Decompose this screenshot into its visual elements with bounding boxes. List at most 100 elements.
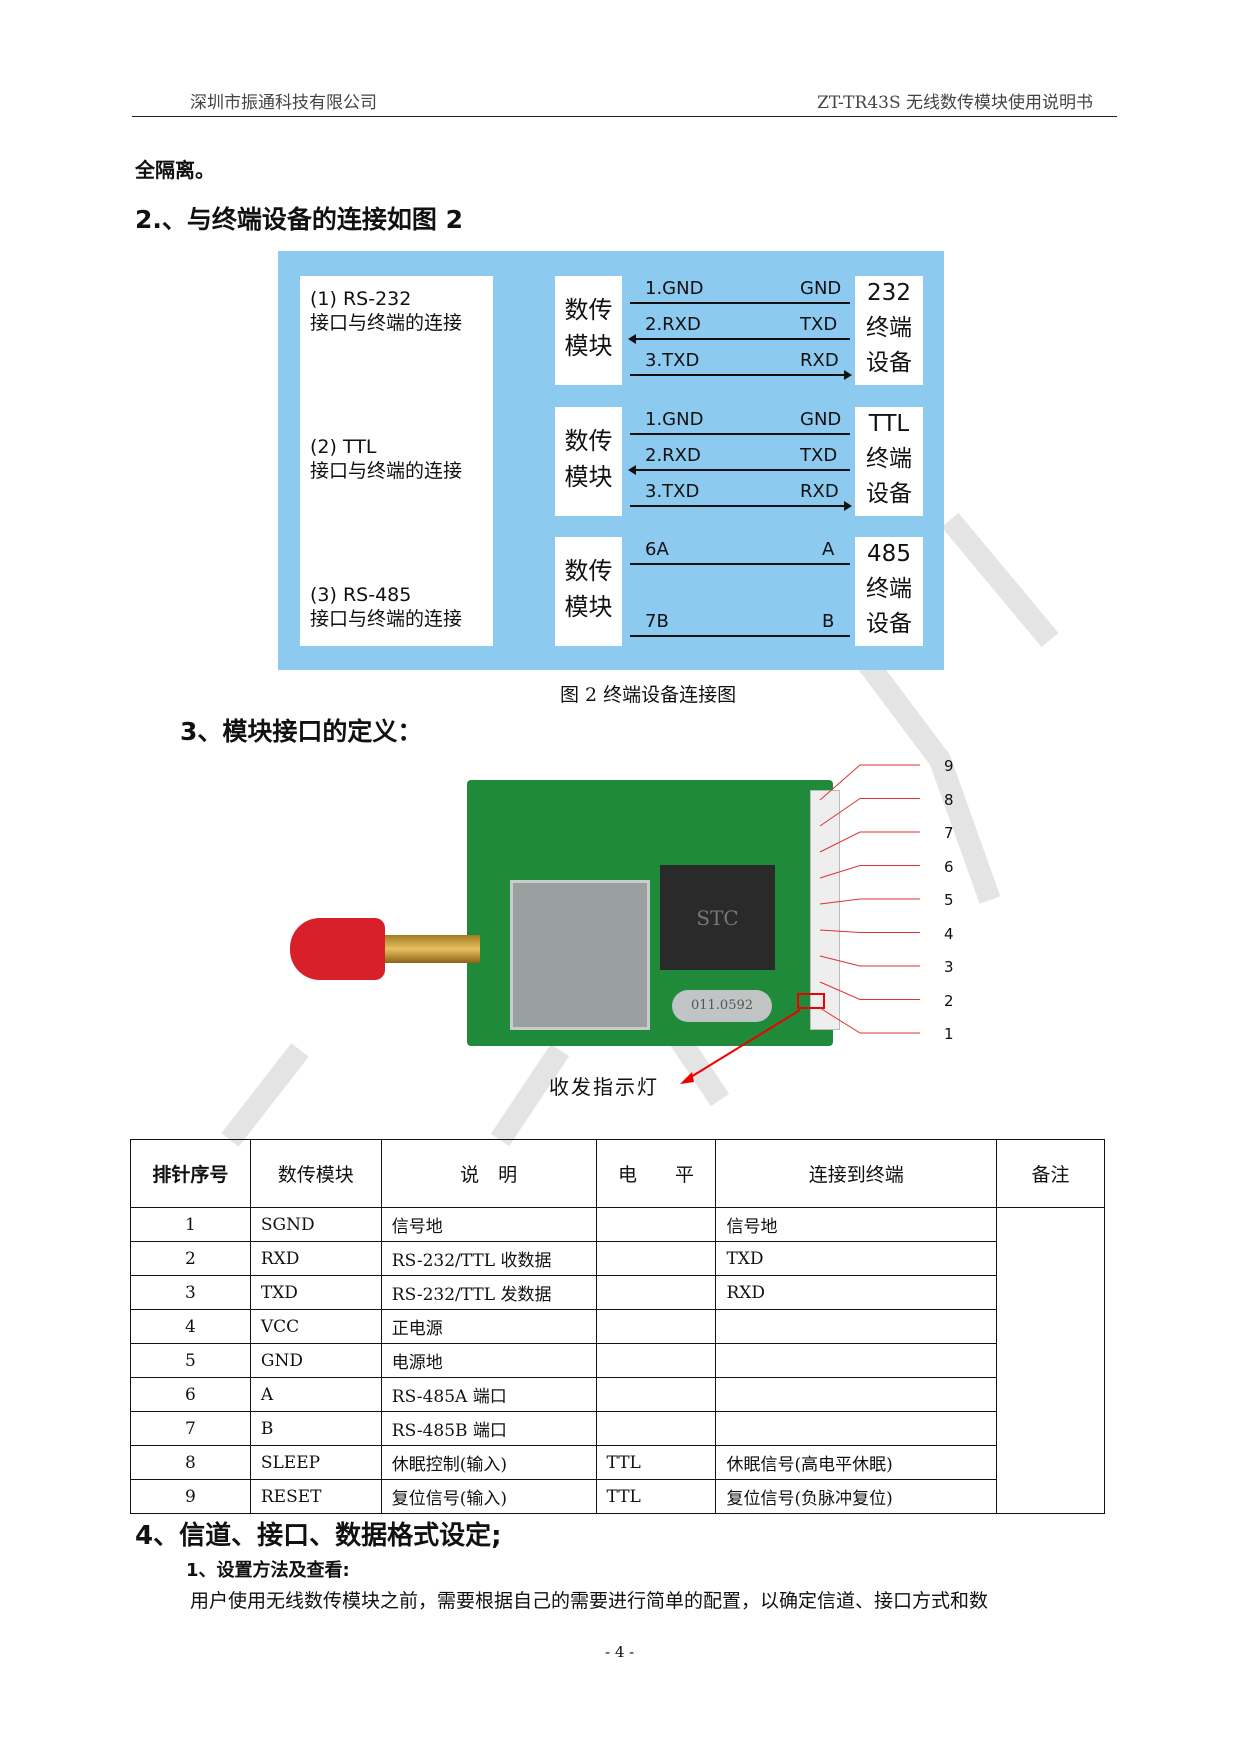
table-cell: 4: [130, 1309, 251, 1344]
section4-heading: 4、信道、接口、数据格式设定;: [135, 1521, 502, 1551]
table-cell: [715, 1309, 998, 1344]
terminal-text: 485: [867, 541, 911, 567]
column-header: 备注: [996, 1139, 1105, 1208]
section4-subheading: 1、设置方法及查看:: [186, 1560, 350, 1581]
module-text: 模块: [564, 332, 613, 360]
led-label: 收发指示灯: [549, 1075, 659, 1099]
table-cell: TTL: [595, 1445, 717, 1480]
wire-terminal-pin: RXD: [800, 481, 839, 502]
interface-desc: 接口与终端的连接: [310, 312, 463, 334]
table-cell: [715, 1377, 998, 1412]
table-cell: VCC: [249, 1309, 382, 1344]
wire-module-pin: 3.TXD: [645, 481, 700, 502]
column-header: 电 平: [595, 1139, 717, 1208]
table-cell: RS-232/TTL 发数据: [380, 1275, 597, 1310]
table-cell: 休眠控制(输入): [380, 1445, 597, 1480]
interface-name: (3) RS-485: [310, 584, 412, 606]
table-cell: 5: [130, 1343, 251, 1378]
wire: [628, 334, 850, 344]
module-text: 数传: [564, 427, 613, 455]
wire-terminal-pin: TXD: [800, 314, 838, 335]
table-cell: [595, 1309, 717, 1344]
pin-number: 6: [944, 857, 954, 876]
interface-labels-panel: [300, 276, 493, 646]
pin-number: 1: [944, 1025, 954, 1043]
column-header: 数传模块: [249, 1139, 382, 1208]
module-box: 数传模块: [555, 407, 622, 516]
wire-terminal-pin: A: [822, 539, 835, 560]
module-text: 数传: [564, 557, 613, 585]
pin-number: 5: [944, 891, 954, 909]
module-box: 数传模块: [555, 537, 622, 646]
table-cell: [595, 1207, 717, 1242]
wire-terminal-pin: TXD: [800, 445, 838, 466]
wire: [630, 302, 850, 304]
pin-header: [810, 790, 840, 1030]
module-text: 模块: [564, 593, 613, 621]
table-cell: 6: [130, 1377, 251, 1412]
table-cell: SLEEP: [249, 1445, 382, 1480]
section3-heading: 3、模块接口的定义：: [180, 717, 423, 746]
header-divider: [132, 116, 1117, 117]
table-cell: 电源地: [380, 1343, 597, 1378]
table-cell: SGND: [249, 1207, 382, 1242]
table-cell: 3: [130, 1275, 251, 1310]
pin-number: 4: [944, 924, 954, 943]
wire-terminal-pin: GND: [800, 278, 842, 299]
table-cell: 复位信号(负脉冲复位): [715, 1479, 998, 1514]
led-highlight: [797, 993, 825, 1009]
terminal-text: 终端: [866, 576, 912, 602]
table-cell: TXD: [715, 1241, 998, 1276]
table-cell: RS-232/TTL 收数据: [380, 1241, 597, 1276]
wire-module-pin: 7B: [645, 611, 669, 632]
wire: [630, 563, 850, 565]
pin-number: 2: [944, 991, 954, 1010]
chip: STC: [660, 865, 775, 970]
table-cell: [595, 1241, 717, 1276]
table-cell: 9: [130, 1479, 251, 1514]
wire-terminal-pin: B: [822, 611, 835, 632]
pin-leader-lines: [680, 764, 920, 1084]
pin-number: 8: [944, 790, 954, 809]
table-cell: 信号地: [715, 1207, 998, 1242]
table-cell: TTL: [595, 1479, 717, 1514]
wire: [630, 370, 852, 380]
table-cell: 复位信号(输入): [380, 1479, 597, 1514]
wire: [630, 635, 850, 637]
table-cell: RESET: [249, 1479, 382, 1514]
table-cell: 休眠信号(高电平休眠): [715, 1445, 998, 1480]
table-cell: [715, 1411, 998, 1446]
terminal-text: TTL: [868, 411, 910, 437]
terminal-text: 终端: [866, 315, 912, 341]
wire: [630, 501, 852, 511]
wire-module-pin: 3.TXD: [645, 350, 700, 371]
terminal-text: 设备: [866, 350, 912, 376]
antenna-connector: [370, 935, 480, 963]
interface-desc: 接口与终端的连接: [310, 460, 463, 482]
header-company: 深圳市振通科技有限公司: [190, 93, 377, 113]
module-text: 数传: [564, 296, 613, 324]
remarks-cell: [996, 1207, 1105, 1514]
table-cell: TXD: [249, 1275, 382, 1310]
interface-name: (2) TTL: [310, 436, 377, 458]
wire: [630, 433, 850, 435]
interface-name: (1) RS-232: [310, 288, 412, 310]
intro-tail: 全隔离。: [135, 158, 215, 182]
table-cell: B: [249, 1411, 382, 1446]
wire-terminal-pin: RXD: [800, 350, 839, 371]
table-cell: 正电源: [380, 1309, 597, 1344]
table-cell: 2: [130, 1241, 251, 1276]
table-cell: 8: [130, 1445, 251, 1480]
section4-body: 用户使用无线数传模块之前，需要根据自己的需要进行简单的配置，以确定信道、接口方式…: [190, 1590, 989, 1612]
antenna-cap: [290, 918, 385, 980]
terminal-text: 设备: [866, 611, 912, 637]
